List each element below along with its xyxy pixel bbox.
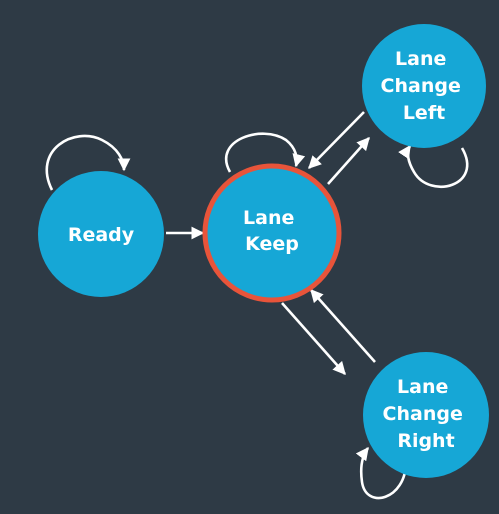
- edge-lane-change-right-self-loop: [355, 446, 408, 500]
- edge-lane-change-right-to-lane-keep: [310, 289, 376, 363]
- edge-lane-keep-self-loop: [225, 132, 306, 173]
- active-state-ring: [202, 163, 342, 303]
- state-ready-circle: [38, 171, 164, 297]
- state-lane-keep-label: Lane Keep: [243, 207, 301, 255]
- state-lane-change-right-circle: [363, 352, 489, 478]
- edge-lane-keep-to-lane-change-left: [327, 137, 370, 185]
- state-lane-change-left-label-line-3: Left: [403, 102, 445, 124]
- state-lane-keep-circle: [205, 166, 339, 300]
- transitions: [45, 111, 469, 500]
- state-lane-change-right-label-line-3: Right: [397, 430, 454, 452]
- state-ready: Ready: [38, 171, 164, 297]
- state-lane-change-right-label-line-2: Change: [383, 403, 463, 425]
- state-ready-label: Ready: [68, 224, 135, 246]
- state-lane-change-left-label: Lane Change Left: [381, 48, 468, 124]
- edge-lane-keep-to-lane-change-right: [281, 302, 346, 375]
- edge-lane-change-left-self-loop: [398, 144, 469, 188]
- state-lane-change-left: Lane Change Left: [362, 24, 486, 148]
- edge-lane-change-left-to-lane-keep: [308, 111, 365, 169]
- state-lane-change-right-label-line-1: Lane: [397, 376, 448, 398]
- state-lane-change-left-circle: [362, 24, 486, 148]
- state-lane-change-left-label-line-2: Change: [381, 75, 461, 97]
- state-ready-label-line-1: Ready: [68, 224, 135, 246]
- state-lane-change-right-label: Lane Change Right: [383, 376, 470, 452]
- state-lane-keep: Lane Keep: [202, 163, 342, 303]
- edge-ready-self-loop: [45, 134, 131, 191]
- state-lane-change-right: Lane Change Right: [363, 352, 489, 478]
- state-lane-change-left-label-line-1: Lane: [395, 48, 446, 70]
- state-lane-keep-label-line-1: Lane: [243, 207, 294, 229]
- state-lane-keep-label-line-2: Keep: [245, 233, 299, 255]
